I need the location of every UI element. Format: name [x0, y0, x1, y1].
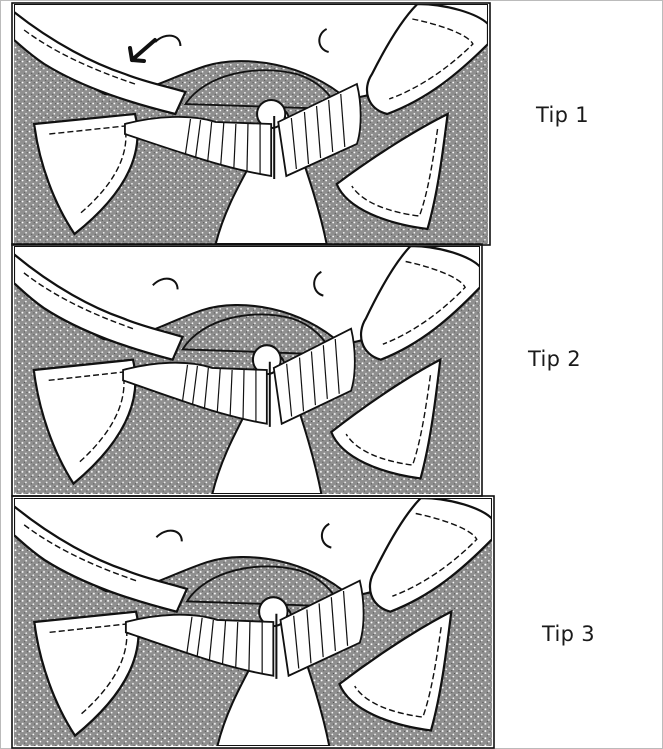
panel-1-illustration [12, 3, 490, 245]
panel-1-label: Tip 1 [536, 103, 589, 127]
panel-3-illustration [12, 496, 494, 748]
panel-3-label: Tip 3 [542, 622, 595, 646]
panel-2-illustration [12, 244, 482, 496]
panel-2-label: Tip 2 [528, 347, 581, 371]
